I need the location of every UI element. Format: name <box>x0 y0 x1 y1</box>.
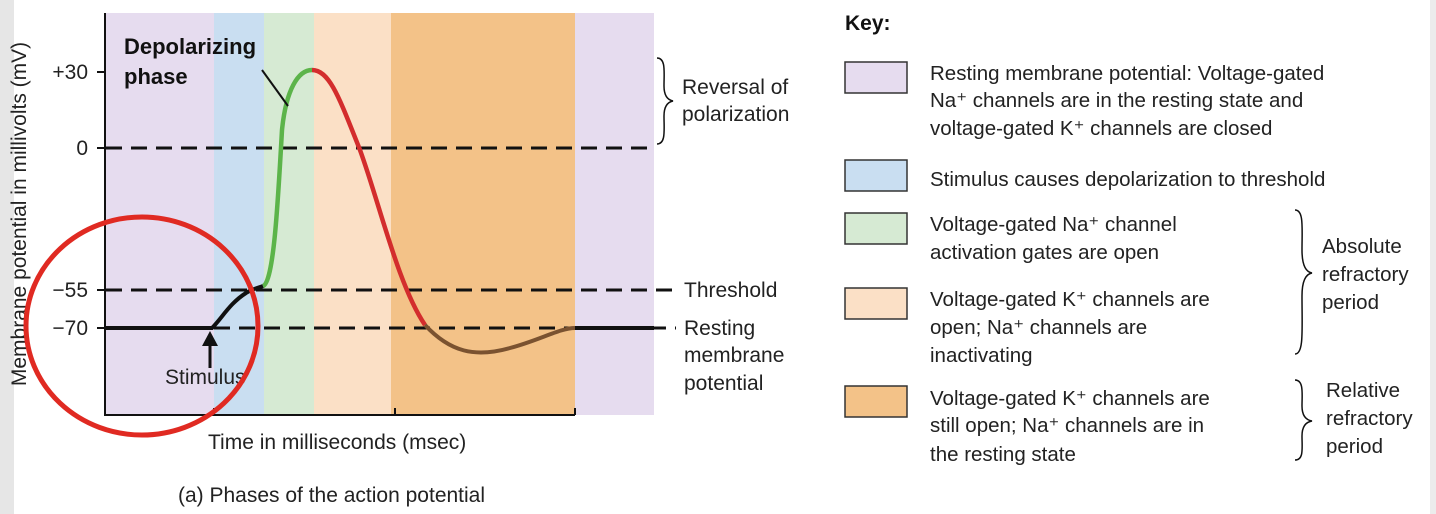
resting-label-2: membrane <box>684 344 784 367</box>
key-swatch-na-activation <box>844 212 908 245</box>
key-item-k-still-open-2: still open; Na⁺ channels are in <box>930 414 1204 437</box>
key-item-k-open-2: open; Na⁺ channels are <box>930 316 1147 339</box>
threshold-label: Threshold <box>684 279 777 302</box>
y-tick-label-minus70: −70 <box>52 317 88 340</box>
band-na-activation <box>264 13 314 415</box>
relative-refractory-label: Relative <box>1326 379 1400 402</box>
key-swatch-stimulus <box>844 159 908 192</box>
curve-hyperpolarization <box>423 323 576 355</box>
key-item-na-activation-2: activation gates are open <box>930 241 1159 264</box>
curve-rising <box>261 67 313 289</box>
page-edge-shade-right <box>1430 0 1436 514</box>
resting-label-3: potential <box>684 372 763 395</box>
key-item-stimulus: Stimulus causes depolarization to thresh… <box>930 168 1325 191</box>
band-resting-left <box>106 13 214 415</box>
key-swatch-k-still-open <box>844 385 908 418</box>
key-item-na-activation: Voltage-gated Na⁺ channel <box>930 213 1177 236</box>
y-axis-label: Membrane potential in millivolts (mV) <box>8 42 31 386</box>
figure-caption: (a) Phases of the action potential <box>178 484 485 507</box>
key-swatch-resting <box>844 61 908 94</box>
key-item-k-open: Voltage-gated K⁺ channels are <box>930 288 1210 311</box>
depolarizing-pointer <box>261 69 289 107</box>
key-item-resting-2: Na⁺ channels are in the resting state an… <box>930 89 1303 112</box>
key-item-k-still-open: Voltage-gated K⁺ channels are <box>930 387 1210 410</box>
x-axis-label: Time in milliseconds (msec) <box>208 431 466 454</box>
reversal-label: Reversal of <box>682 76 788 99</box>
reversal-brace <box>656 57 674 145</box>
curve-baseline <box>106 284 264 330</box>
key-item-resting: Resting membrane potential: Voltage-gate… <box>930 62 1324 85</box>
absolute-refractory-brace <box>1294 209 1313 355</box>
relative-refractory-brace <box>1294 379 1313 461</box>
key-item-k-open-3: inactivating <box>930 344 1033 367</box>
absolute-refractory-label-3: period <box>1322 291 1379 314</box>
key-swatch-k-open <box>844 287 908 320</box>
key-title: Key: <box>845 12 891 35</box>
band-k-still-open <box>391 13 575 415</box>
page-edge-shade <box>0 0 14 514</box>
absolute-refractory-label: Absolute <box>1322 235 1402 258</box>
relative-refractory-label-3: period <box>1326 435 1383 458</box>
resting-label: Resting <box>684 317 755 340</box>
depolarizing-phase-label-2: phase <box>124 64 188 89</box>
annotation-circle <box>23 214 261 438</box>
y-tick-label-minus55: −55 <box>52 279 88 302</box>
absolute-refractory-label-2: refractory <box>1322 263 1409 286</box>
key-item-k-still-open-3: the resting state <box>930 443 1076 466</box>
key-item-resting-3: voltage-gated K⁺ channels are closed <box>930 117 1272 140</box>
y-tick-label-0: 0 <box>76 137 88 160</box>
reversal-label-2: polarization <box>682 103 789 126</box>
curve-falling <box>311 67 427 327</box>
relative-refractory-label-2: refractory <box>1326 407 1413 430</box>
depolarizing-phase-label: Depolarizing <box>124 34 256 59</box>
stimulus-arrow-head <box>202 331 218 346</box>
band-resting-right <box>575 13 654 415</box>
y-tick-label-plus30: +30 <box>52 61 88 84</box>
stimulus-label: Stimulus <box>165 366 246 389</box>
